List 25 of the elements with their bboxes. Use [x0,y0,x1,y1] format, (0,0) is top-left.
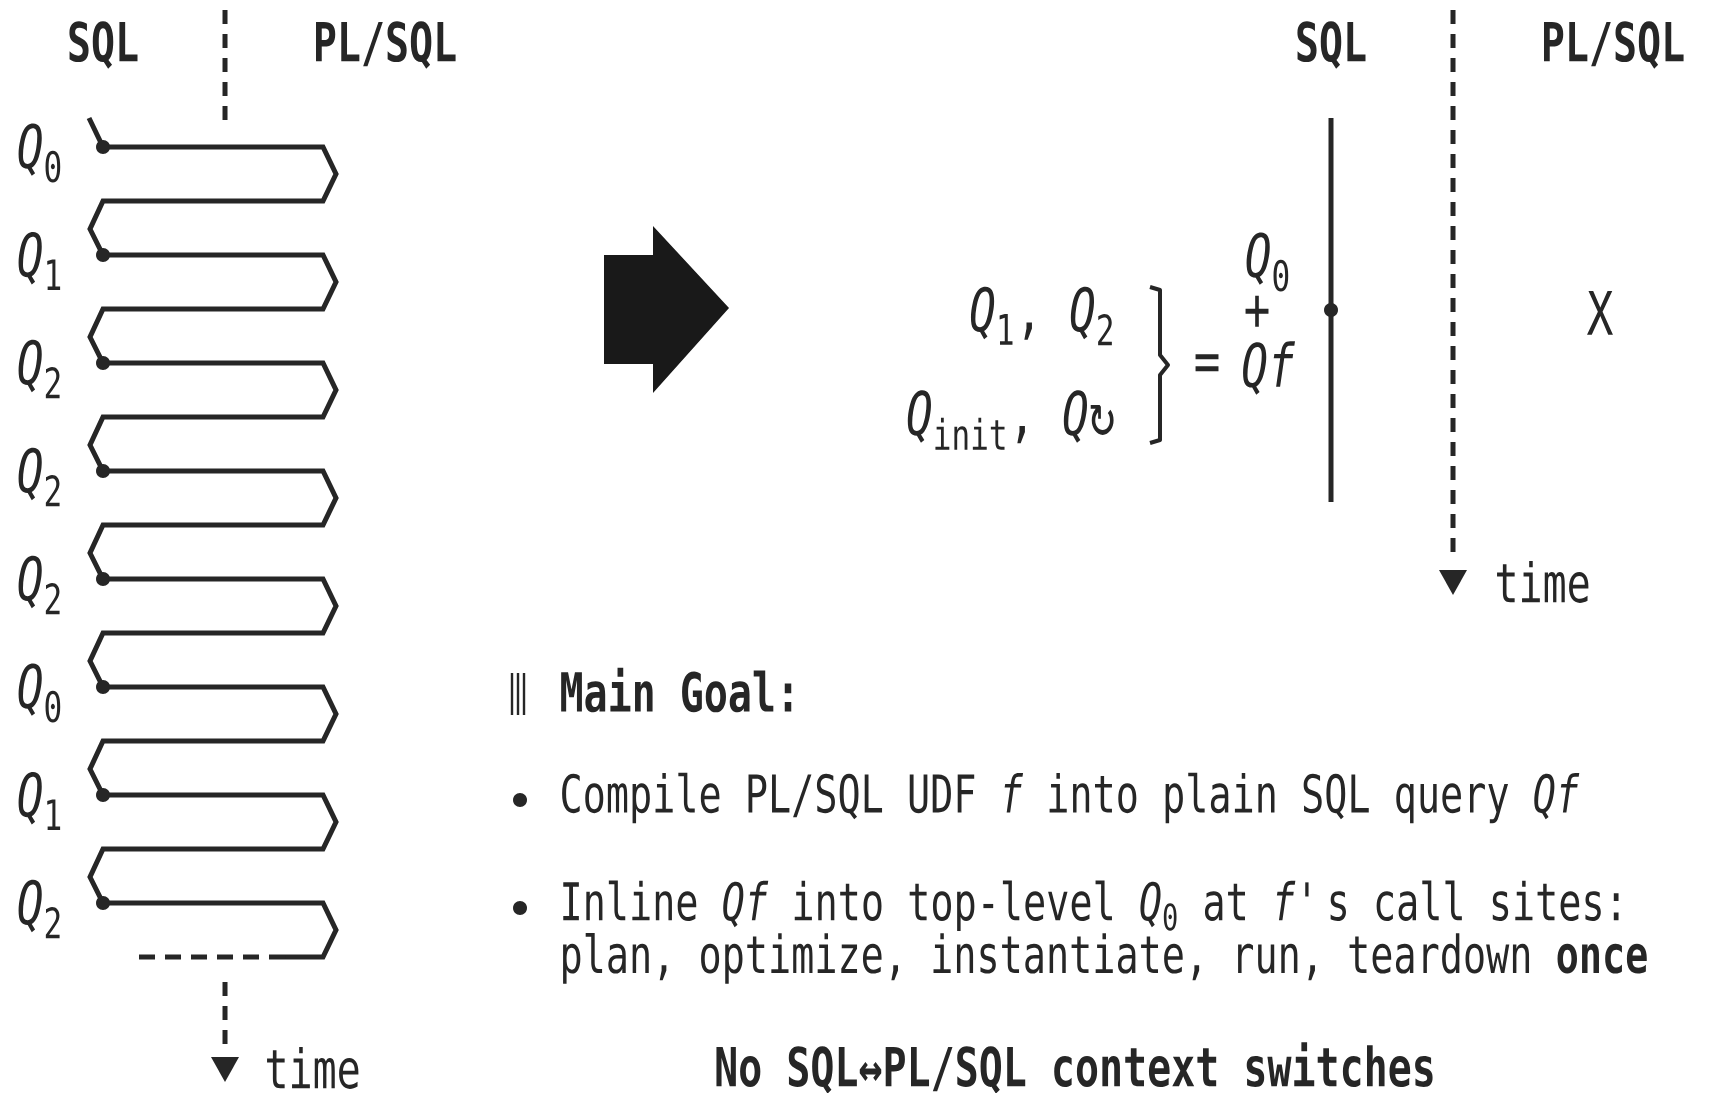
query-label: Q$_{1}$ [18,772,61,830]
time-label: time [1497,561,1589,603]
query-label: Q$_{2}$ [18,447,60,507]
query-label: Qf [1243,341,1295,395]
bullet-text: Inline Qf into top-level Q$_{0}$ at f's call sites: plan, optimize, instantiate, run, teardown once [563,880,1647,984]
column-header: SQL [69,21,138,69]
column-header: PL/SQL [316,21,456,69]
equals-sign: = [1195,354,1219,372]
query-label: Q$_{2}$ [18,879,60,939]
query-label: Q$_{0}$ [18,663,61,723]
query-label: Q$_{2}$ [18,339,60,399]
column-header: PL/SQL [1544,21,1684,69]
time-label: time [267,1047,359,1089]
query-label: Q$_{2}$ [18,555,60,615]
query-label: Q$_{0}$ [18,123,61,183]
cross-mark: X [1587,291,1613,335]
bullet-text: Compile PL/SQL UDF f into plain SQL query Qf [562,772,1580,824]
footer-note: No SQL↔PL/SQL context switches [716,1042,1433,1093]
plus-sign: + [1245,295,1269,327]
query-label: Q$_{1}$, Q$_{2}$ [970,286,1112,346]
query-label: Q$_{0}$ [1246,232,1289,292]
column-header: SQL [1297,21,1366,69]
query-label: Q$_{1}$ [18,232,61,290]
query-label: Q$_{init}$, Q↻ [907,390,1114,450]
section-heading: Main Goal: [561,667,792,713]
